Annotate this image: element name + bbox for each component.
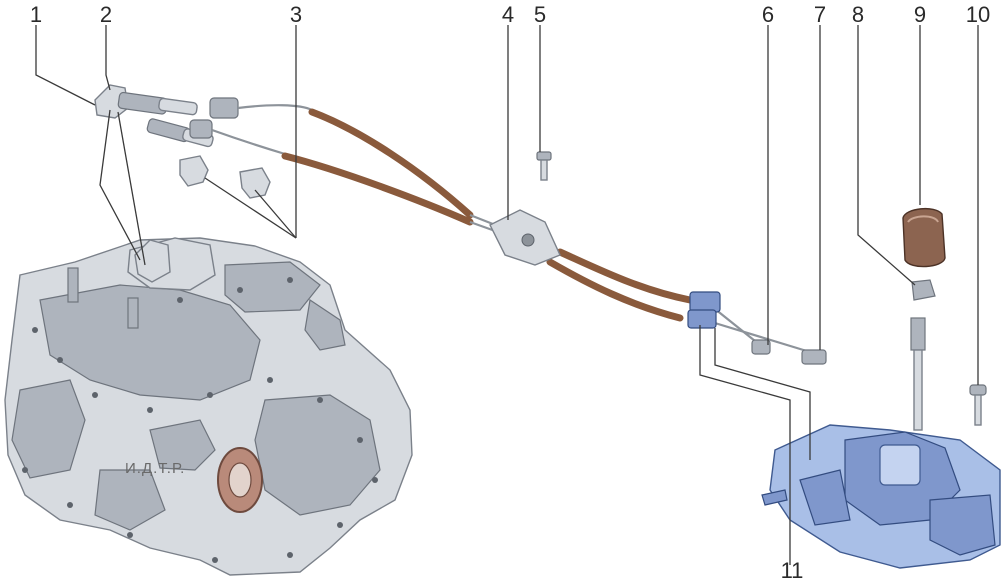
callout-numbers: 1 2 3 4 5 6 7 8 9 10 11 [30, 2, 990, 582]
bracket-bolt [536, 151, 552, 181]
callout-1: 1 [30, 2, 42, 27]
gear-knob [902, 207, 946, 268]
gearbox-housing [4, 237, 413, 576]
retaining-clips [179, 155, 271, 199]
callout-6: 6 [762, 2, 774, 27]
callout-8: 8 [852, 2, 864, 27]
cable-bracket [489, 209, 561, 266]
callout-10: 10 [966, 2, 990, 27]
shift-lever [910, 317, 926, 431]
knob-nut [911, 279, 936, 301]
cable-end-fittings [94, 84, 239, 148]
callout-11: 11 [781, 558, 804, 582]
callout-4: 4 [502, 2, 514, 27]
callout-2: 2 [100, 2, 112, 27]
shifter-cable-connectors [687, 291, 827, 365]
callout-9: 9 [914, 2, 926, 27]
mounting-bolt [969, 384, 987, 426]
leader-lines [35, 25, 979, 565]
shifter-base [761, 424, 1001, 569]
callout-5: 5 [534, 2, 546, 27]
watermark-text: И.Д.Т.Р. [125, 460, 185, 477]
callout-3: 3 [290, 2, 302, 27]
shift-cables [211, 104, 811, 354]
callout-7: 7 [814, 2, 826, 27]
